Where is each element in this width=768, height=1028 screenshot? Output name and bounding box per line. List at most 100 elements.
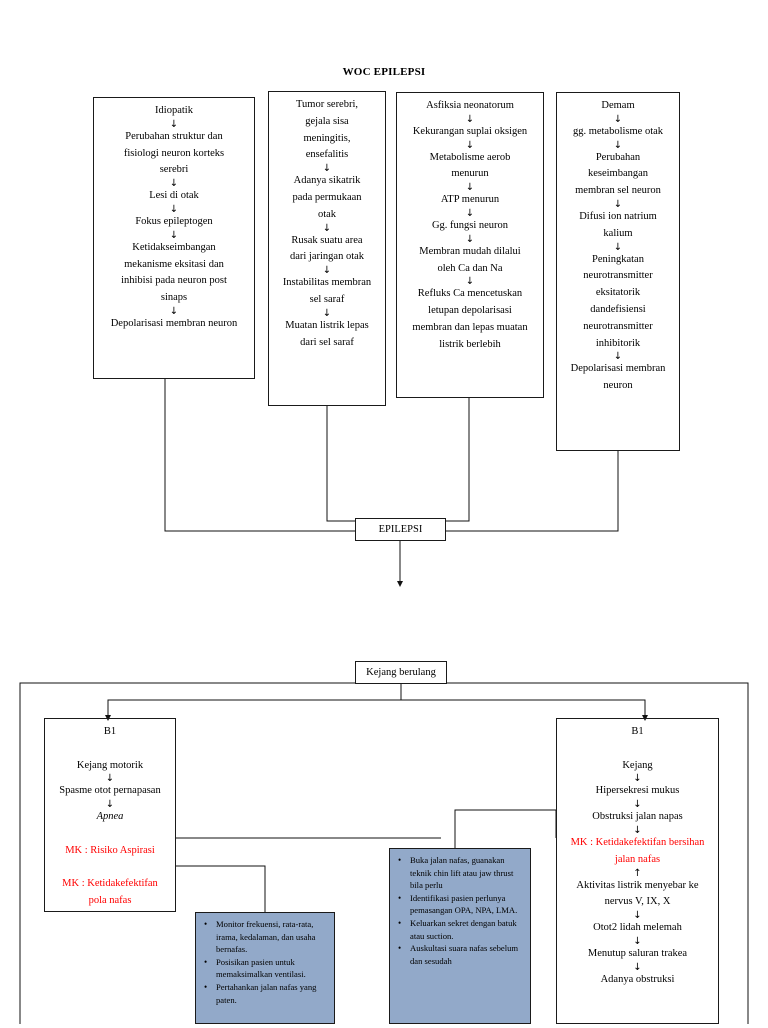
intervention-box-bersihan-jalan-nafas: Buka jalan nafas, guanakan teknik chin l… <box>389 848 531 1024</box>
flow-text-line: Kejang <box>622 759 653 771</box>
intervention-list-left: Monitor frekuensi, rata-rata, irama, ked… <box>196 913 334 1006</box>
intervention-item: Posisikan pasien untuk memaksimalkan ven… <box>204 956 328 981</box>
flow-text-line: MK : Ketidakefektifan <box>62 878 158 890</box>
flow-text-line <box>45 860 175 877</box>
flow-text-line: MK : Ketidakefektifan bersihan <box>570 836 705 848</box>
arrow-down-icon: ↓ <box>105 773 115 785</box>
arrow-down-icon: ↓ <box>633 799 642 811</box>
flow-text-line: Menutup saluran trakea <box>587 947 688 959</box>
flow-text-line: Kejang motorik <box>76 759 144 771</box>
flow-text-line: Obstruksi jalan napas <box>592 811 683 823</box>
flow-text-line: membran dan lepas muatan <box>412 321 528 333</box>
flow-text-line <box>45 741 175 758</box>
arrow-down-icon: ↓ <box>169 178 179 190</box>
flow-text-line: B1 <box>631 726 644 737</box>
flow-text-line: Depolarisasi membran neuron <box>110 317 238 329</box>
flow-text-line: membran sel neuron <box>575 185 661 197</box>
intervention-item: Monitor frekuensi, rata-rata, irama, ked… <box>204 918 328 956</box>
flow-text-line: Fokus epileptogen <box>135 215 213 227</box>
flow-text-line: dari jaringan otak <box>289 251 365 263</box>
flow-text-line: Idiopatik <box>155 105 193 116</box>
flow-text-line: Hipersekresi mukus <box>595 785 680 797</box>
flow-text-line: Perubahan struktur dan <box>125 130 223 142</box>
flow-text-line: Rusak suatu area <box>291 234 363 246</box>
arrow-down-icon: ↓ <box>633 910 642 922</box>
arrow-down-icon: ↓ <box>322 265 332 277</box>
flow-text-line: keseimbangan <box>587 168 649 180</box>
flow-text-line: dandefisiensi <box>590 303 646 315</box>
flow-text-line: Adanya sikatrik <box>293 175 361 187</box>
flow-text-line: Instabilitas membran <box>282 277 372 289</box>
arrow-down-icon: ↓ <box>322 307 332 319</box>
flow-text-line: nervus V, IX, X <box>604 896 671 908</box>
flow-text-line: fisiologi neuron korteks <box>123 147 225 159</box>
flow-text-line: oleh Ca dan Na <box>437 262 503 274</box>
arrow-down-icon: ↓ <box>613 113 623 125</box>
flow-text-line: MK : Risiko Aspirasi <box>65 844 155 856</box>
flow-text-line: mekanisme eksitasi dan <box>124 258 224 270</box>
intervention-item: Keluarkan sekret dengan batuk atau sucti… <box>398 917 524 942</box>
intervention-box-pola-nafas: Monitor frekuensi, rata-rata, irama, ked… <box>195 912 335 1024</box>
flow-text-line: neuron <box>603 380 633 392</box>
intervention-item: Pertahankan jalan nafas yang paten. <box>204 981 328 1006</box>
flow-text-line: listrik berlebih <box>439 338 501 350</box>
flow-text-line: Demam <box>601 100 635 111</box>
arrow-down-icon: ↓ <box>613 351 623 363</box>
intervention-item: Identifikasi pasien perlunya pemasangan … <box>398 892 524 917</box>
flow-text-line: B1 <box>103 726 117 737</box>
arrow-down-icon: ↓ <box>633 773 642 785</box>
flow-text-line: otak <box>317 208 337 220</box>
arrow-down-icon: ↓ <box>169 229 179 241</box>
arrow-down-icon: ↓ <box>633 961 642 973</box>
flow-text-line: eksitatorik <box>595 287 641 299</box>
arrow-down-icon: ↓ <box>633 935 642 947</box>
node-kejang-berulang: Kejang berulang <box>355 661 447 684</box>
kejang-berulang-label: Kejang berulang <box>366 667 436 678</box>
node-epilepsi: EPILEPSI <box>355 518 446 541</box>
flow-text-line: Lesi di otak <box>149 190 199 202</box>
arrow-down-icon: ↓ <box>169 203 179 215</box>
flow-text-line: Muatan listrik lepas <box>285 319 369 331</box>
flow-text-line: Otot2 lidah melemah <box>593 922 682 934</box>
flow-text-line: inhibitorik <box>595 337 641 349</box>
flow-text-line: Metabolisme aerob <box>429 151 511 163</box>
page-title: WOC EPILEPSI <box>342 66 426 78</box>
flow-text-line: inhibisi pada neuron post <box>121 275 227 287</box>
flow-text-line: Refluks Ca mencetuskan <box>417 288 523 300</box>
flow-text-line: Perubahan <box>595 151 641 163</box>
box-b1-left: B1 Kejang motorik↓Spasme otot pernapasan… <box>44 718 176 912</box>
arrow-down-icon: ↓ <box>465 182 475 194</box>
arrow-down-icon: ↓ <box>322 163 332 175</box>
arrow-down-icon: ↓ <box>613 241 623 253</box>
flow-text-line: pada permukaan <box>292 191 362 203</box>
flow-text-line: Asfiksia neonatorum <box>426 100 514 111</box>
epilepsi-label: EPILEPSI <box>378 524 423 535</box>
flow-text-line: neurotransmitter <box>583 270 653 282</box>
flow-text-line: menurun <box>451 168 489 180</box>
arrow-down-icon: ↓ <box>169 118 179 130</box>
arrow-down-icon: ↓ <box>105 799 115 811</box>
flow-text-line: pola nafas <box>88 895 132 907</box>
flow-text-line: kalium <box>603 227 633 239</box>
flow-text-line: Peningkatan <box>592 253 644 265</box>
intervention-list-right: Buka jalan nafas, guanakan teknik chin l… <box>390 849 530 967</box>
flow-text-line: Gg. fungsi neuron <box>431 219 509 231</box>
flow-text-line: Adanya obstruksi <box>600 973 675 985</box>
flow-text-line: neurotransmitter <box>583 320 653 332</box>
flow-text-line <box>557 741 718 758</box>
flow-text-line: Difusi ion natrium <box>579 210 657 222</box>
flow-text-line: Spasme otot pernapasan <box>59 785 161 797</box>
arrow-down-icon: ↓ <box>169 305 179 317</box>
flow-text-line: ensefalitis <box>305 149 349 161</box>
flow-text-line: Apnea <box>96 811 124 823</box>
flow-text-line: ATP menurun <box>440 194 500 206</box>
flow-text-line: Kekurangan suplai oksigen <box>412 125 528 137</box>
flow-text-line: gg. metabolisme otak <box>572 125 664 137</box>
arrow-down-icon: ↓ <box>465 139 475 151</box>
flow-text-line: Membran mudah dilalui <box>419 245 521 257</box>
arrow-down-icon: ↓ <box>465 113 475 125</box>
flow-text-line: gejala sisa <box>305 115 349 127</box>
arrow-down-icon: ↓ <box>465 207 475 219</box>
